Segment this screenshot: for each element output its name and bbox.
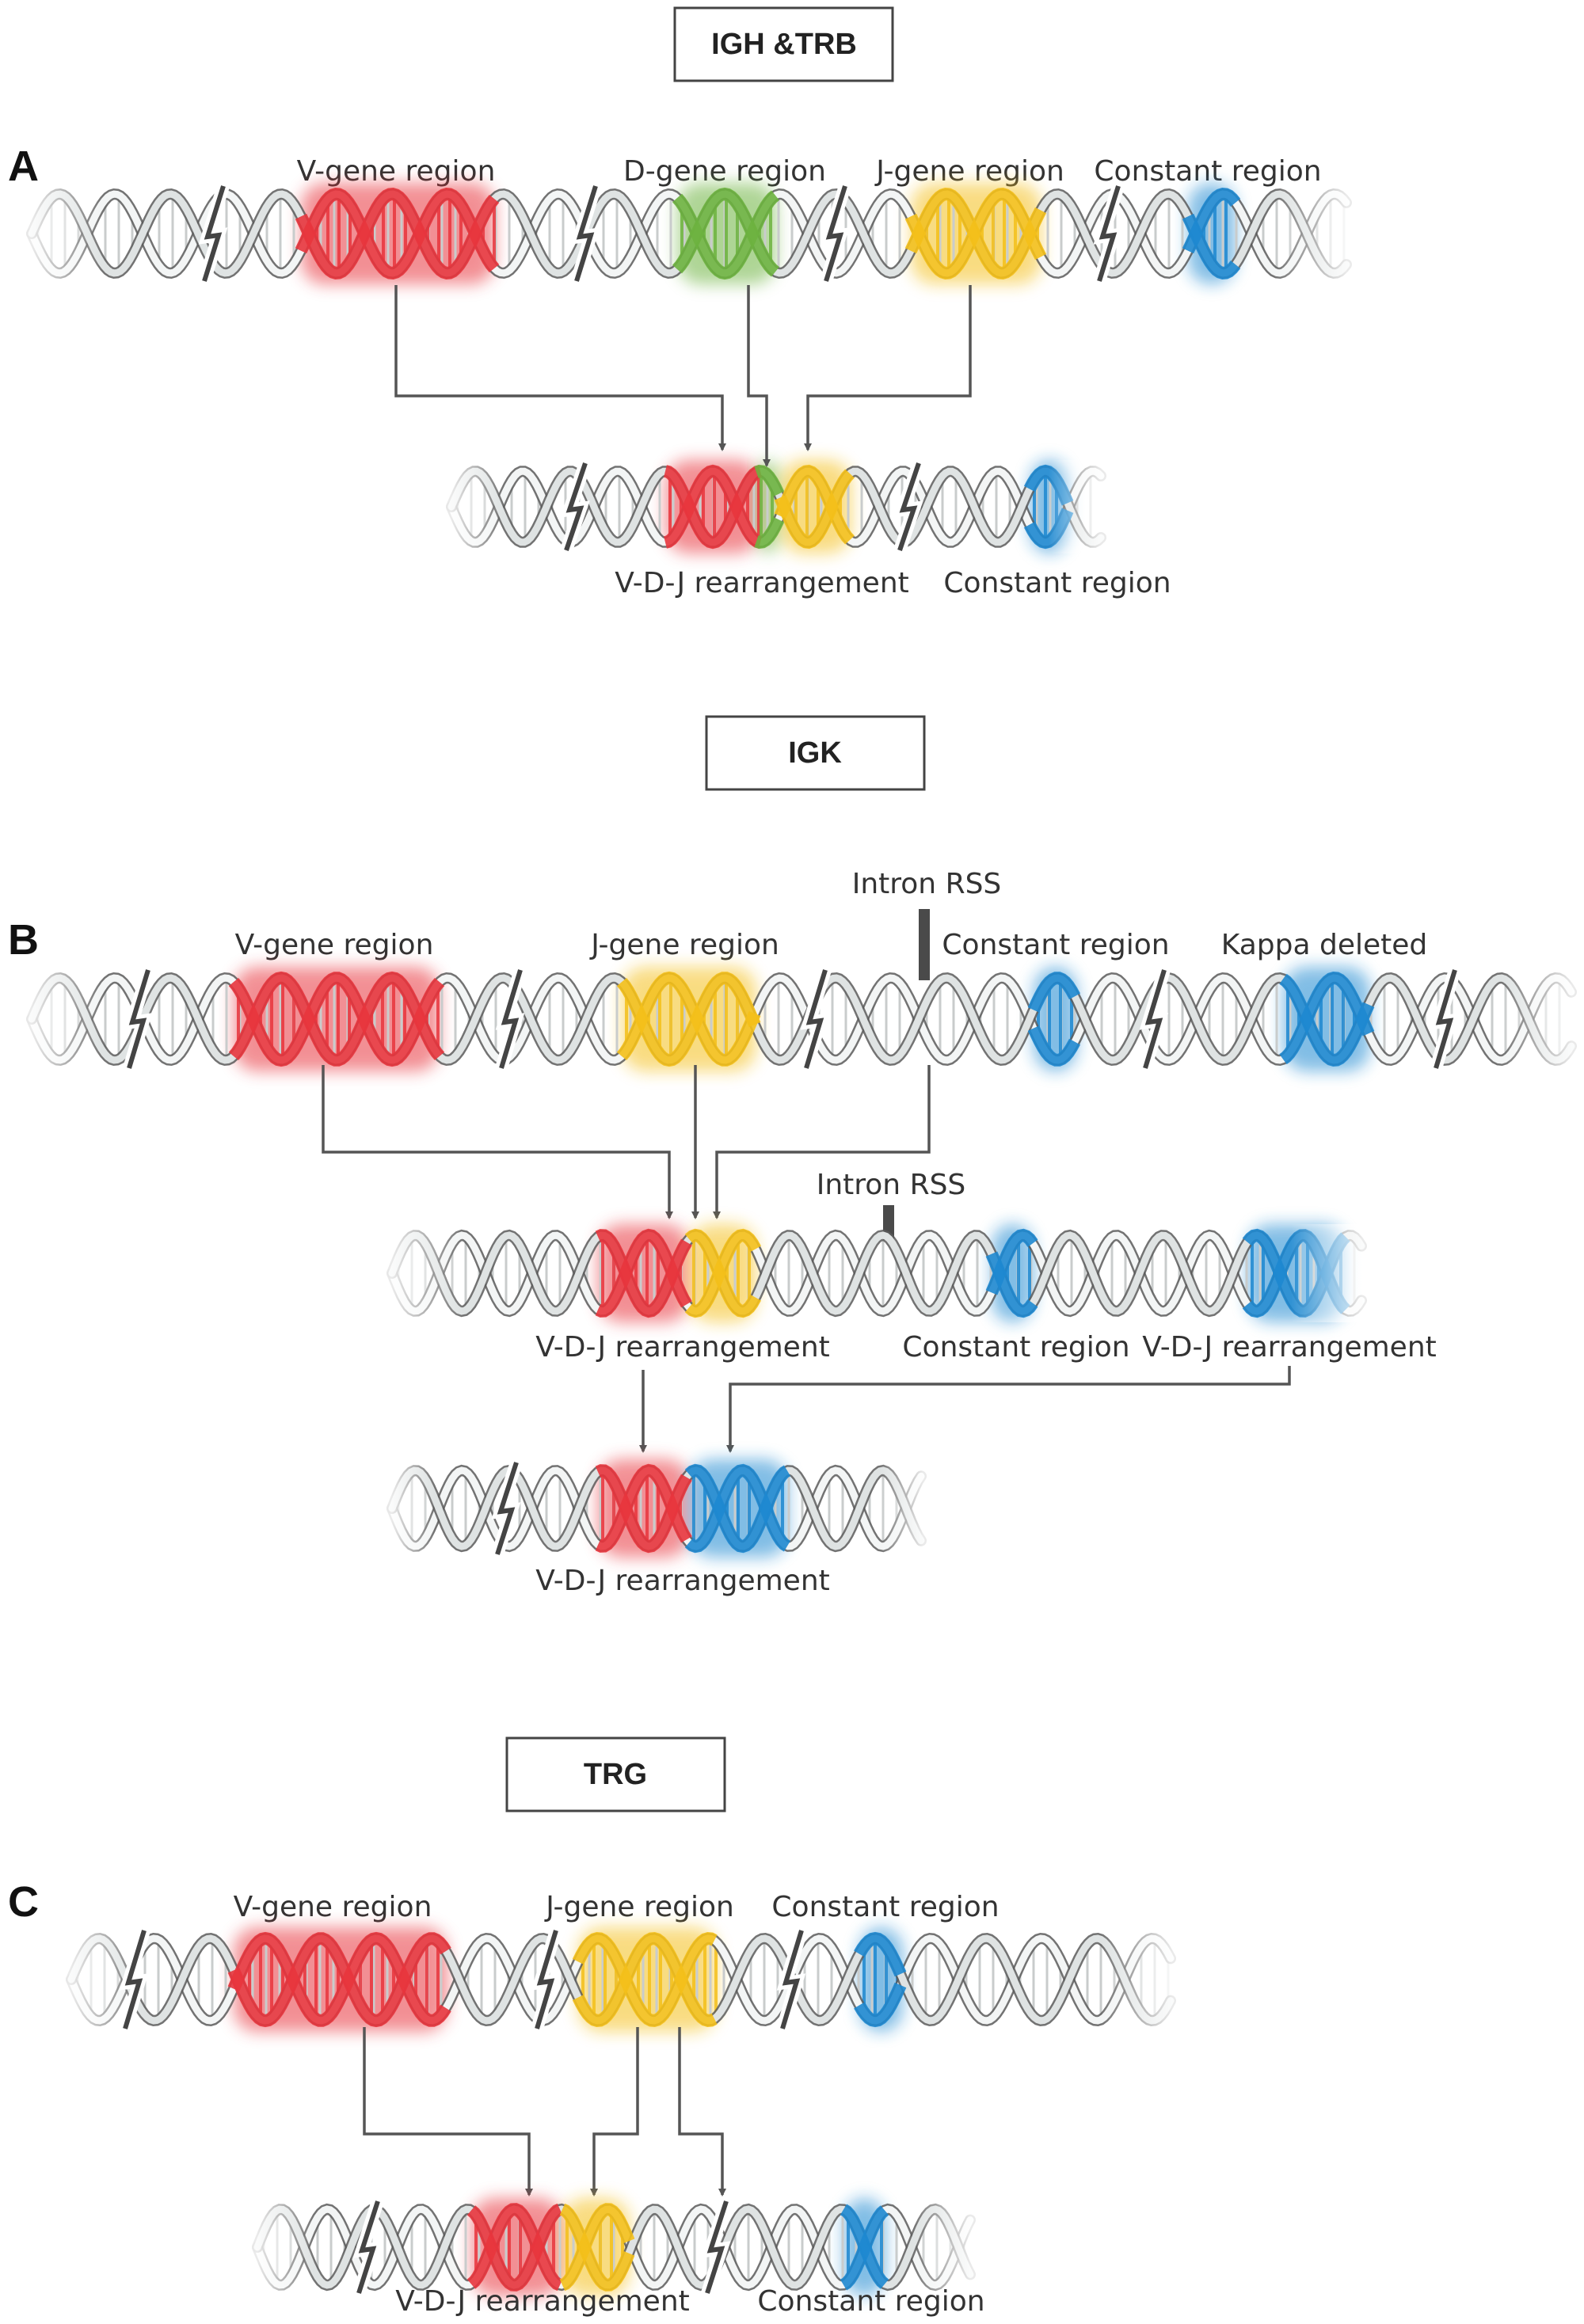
dna-strand-b1 [24, 967, 1580, 1071]
dna-strand-a1 [24, 183, 1354, 284]
intron-rss-label-1: Intron RSS [852, 868, 1002, 900]
arrows-c [363, 2027, 726, 2197]
dna-strand-b3 [384, 1459, 931, 1558]
vdj-label-a: V-D-J rearrangement [615, 567, 909, 599]
vdj-label-b2: V-D-J rearrangement [1142, 1331, 1437, 1364]
title-box-b [705, 715, 926, 791]
j-gene-label-c: J-gene region [544, 1891, 734, 1923]
intron-rss-marker-1 [919, 909, 930, 980]
arrow-constant-to-vdj3-b [726, 1366, 1291, 1453]
arrow-j-to-vdj-c [590, 2027, 639, 2197]
j-gene-label-b: J-gene region [589, 929, 779, 961]
constant-label-c2: Constant region [757, 2285, 984, 2318]
j-gene-label: J-gene region [874, 155, 1064, 188]
arrow-v-to-vdj-b [322, 1065, 673, 1219]
title-box-c [505, 1736, 726, 1812]
dna-strand-c2 [249, 2198, 978, 2296]
vdj-label-b3: V-D-J rearrangement [535, 1565, 830, 1597]
arrows-b2 [639, 1366, 1291, 1453]
arrow-v-to-vdj-c [363, 2027, 533, 2197]
arrow-v-to-vdj-a [394, 285, 726, 451]
dna-strand-a2 [444, 460, 1109, 553]
arrow-d-to-vdj-a [747, 285, 771, 467]
dna-strand-b2 [384, 1224, 1370, 1322]
v-gene-label: V-gene region [297, 155, 496, 188]
constant-region-label-c: Constant region [771, 1891, 999, 1923]
dna-strand-c1 [63, 1927, 1180, 2032]
constant-region-label-b: Constant region [942, 929, 1169, 961]
arrows-a [394, 285, 972, 467]
section-c: TRG C V-gene region J-gene region Consta… [8, 1736, 1180, 2318]
vdj-label-b1: V-D-J rearrangement [535, 1331, 830, 1364]
title-c: TRG [584, 1758, 647, 1791]
arrows-b1 [322, 1065, 931, 1219]
arrow-intron-to-vdj-b [713, 1065, 931, 1219]
d-gene-label: D-gene region [623, 155, 826, 188]
constant-label-b2: Constant region [902, 1331, 1129, 1364]
constant-region-label: Constant region [1094, 155, 1321, 188]
panel-label-a: A [8, 143, 39, 190]
v-gene-label-c: V-gene region [234, 1891, 432, 1923]
constant-label-a2: Constant region [943, 567, 1171, 599]
intron-rss-label-2: Intron RSS [817, 1169, 966, 1201]
title-a: IGH &TRB [711, 28, 857, 61]
title-box-a [673, 6, 894, 82]
v-gene-label-b: V-gene region [235, 929, 434, 961]
panel-label-c: C [8, 1878, 39, 1926]
vdj-label-c: V-D-J rearrangement [395, 2285, 690, 2318]
arrow-j-to-vdj-a [804, 285, 972, 451]
section-b: IGK B Intron RSS V-gene region J-gene re… [8, 715, 1580, 1597]
section-a: IGH &TRB A V-gene region D-gene region J… [8, 6, 1354, 599]
panel-label-b: B [8, 916, 39, 964]
kappa-deleted-label: Kappa deleted [1221, 929, 1428, 961]
title-b: IGK [788, 736, 842, 770]
arrow-j2-to-vdj-c [678, 2027, 726, 2197]
